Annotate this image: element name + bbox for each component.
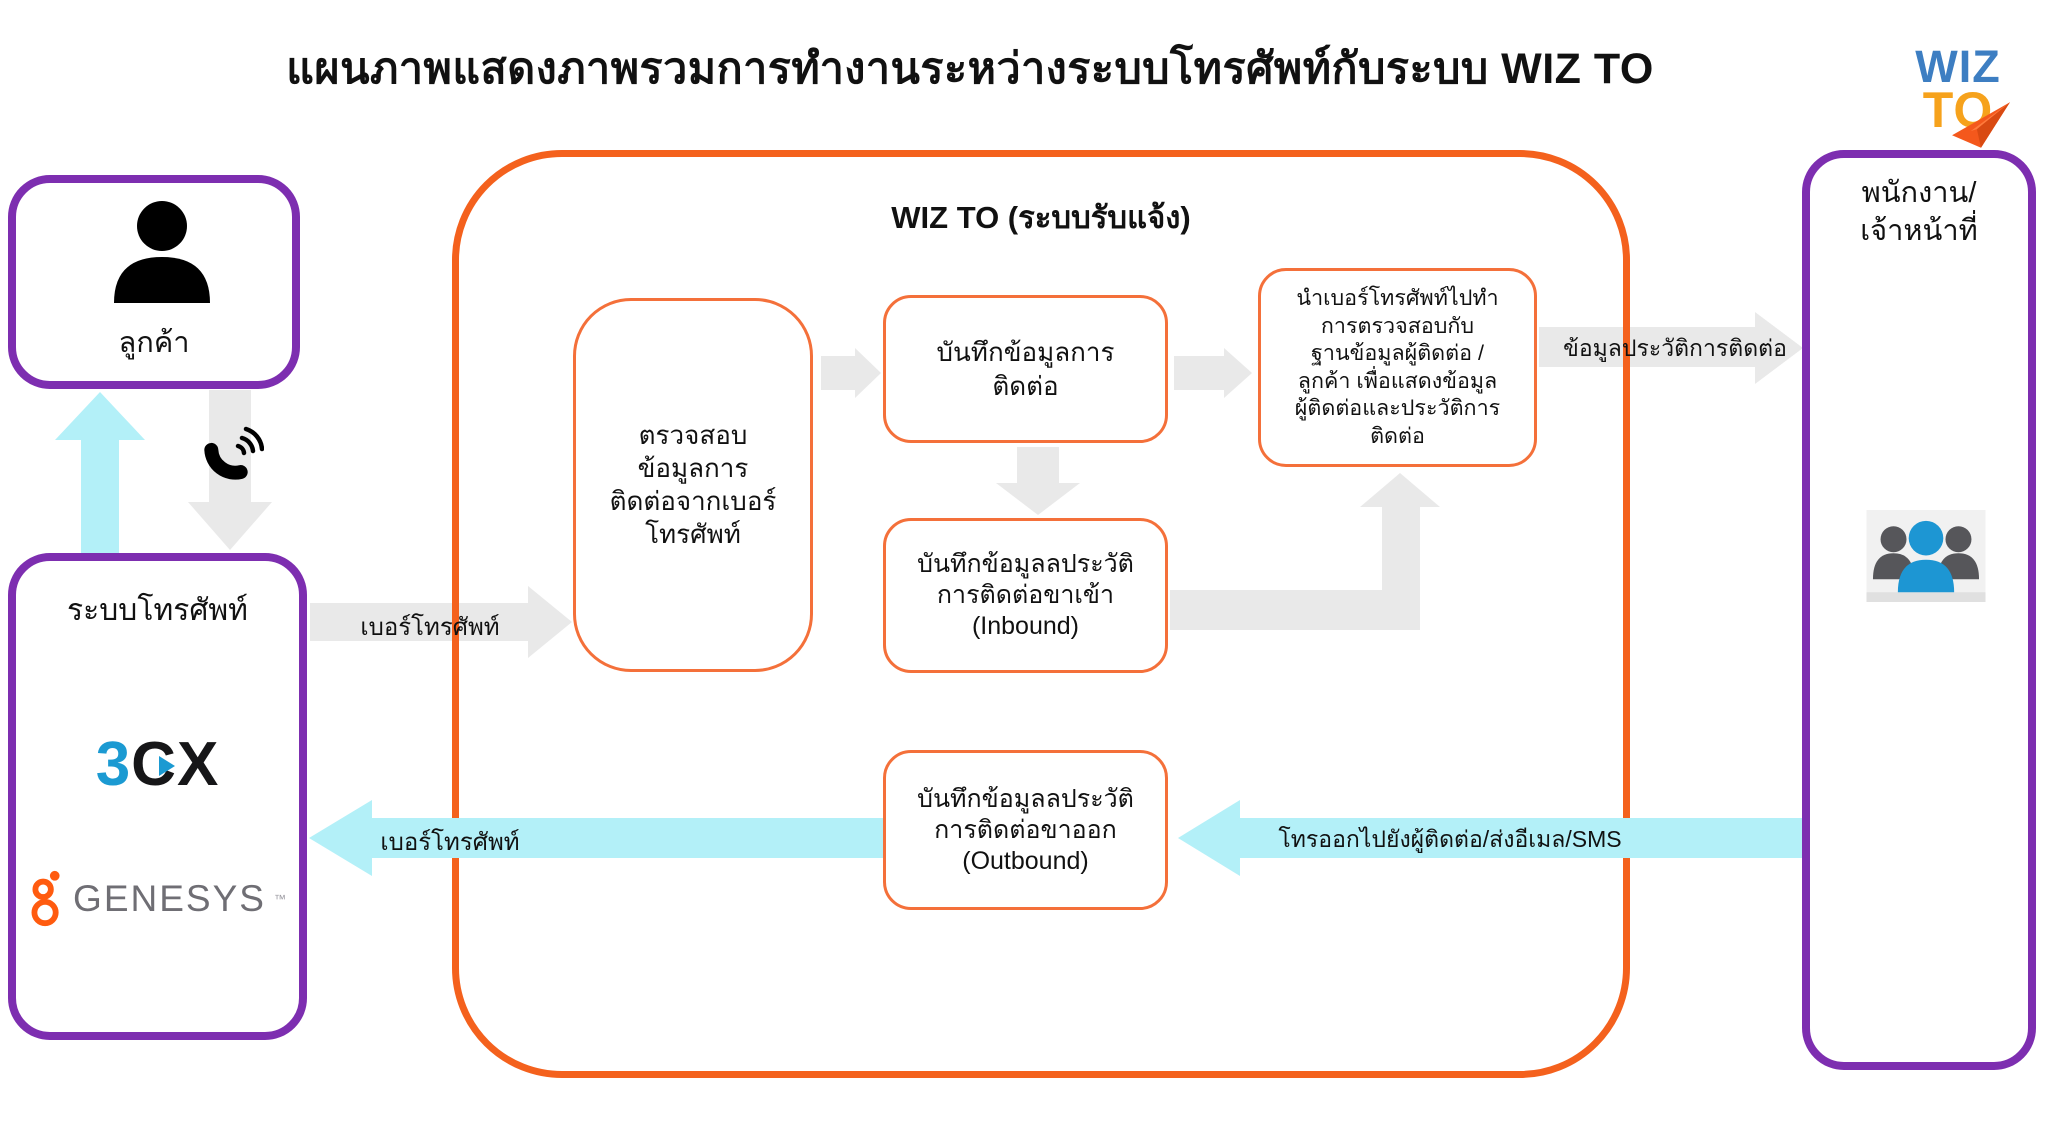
phone-system-title: ระบบโทรศัพท์ [67, 594, 248, 627]
wizto-logo: WIZ TO [1898, 41, 2018, 148]
arrow-staff-outbound-label: โทรออกไปยังผู้ติดต่อ/ส่งอีเมล/SMS [1278, 826, 1622, 852]
person-icon [114, 201, 210, 303]
arrow-check-to-record [821, 356, 855, 390]
arrow-phone-to-customer-head [55, 392, 145, 440]
logo-genesys-text: GENESYS [73, 878, 266, 919]
logo-3cx-x: X [176, 730, 220, 799]
arrow-record-to-inbound [1017, 447, 1059, 483]
step-record-contact-box: บันทึกข้อมูลการ ติดต่อ [883, 295, 1168, 443]
arrow-phone-number-in-head [528, 586, 572, 658]
arrow-history-to-staff-label: ข้อมูลประวัติการติดต่อ [1563, 335, 1787, 361]
staff-label: พนักงาน/ เจ้าหน้าที่ [1860, 177, 1978, 247]
arrow-outbound-to-phone-label: เบอร์โทรศัพท์ [380, 829, 520, 856]
arrow-phone-number-in-label: เบอร์โทรศัพท์ [360, 614, 500, 641]
page-title: แผนภาพแสดงภาพรวมการทำงานระหว่างระบบโทรศั… [286, 45, 1654, 93]
arrow-inbound-to-lookup-horizontal [1170, 590, 1420, 630]
wizto-system-header: WIZ TO (ระบบรับแจ้ง) [891, 200, 1191, 235]
customer-label: ลูกค้า [118, 327, 190, 359]
logo-3cx-c: C [131, 730, 177, 799]
logo-3cx-three: 3 [95, 730, 132, 799]
step-check-contact-box: ตรวจสอบ ข้อมูลการ ติดต่อจากเบอร์ โทรศัพท… [573, 298, 813, 672]
arrow-record-to-lookup-head [1224, 348, 1252, 398]
arrow-customer-to-phone-head [188, 502, 272, 550]
arrow-check-to-record-head [855, 348, 881, 398]
genesys-icon [31, 870, 60, 927]
step-outbound-history-box: บันทึกข้อมูลลประวัติ การติดต่อขาออก (Out… [883, 750, 1168, 910]
logo-genesys: GENESYS ™ [16, 869, 299, 929]
arrow-phone-number-in [310, 603, 528, 641]
arrow-inbound-to-lookup-head [1360, 473, 1440, 507]
arrow-record-to-inbound-head [996, 483, 1080, 515]
arrow-history-to-staff [1539, 327, 1755, 367]
paper-plane-icon [1952, 102, 2010, 148]
step-inbound-history-box: บันทึกข้อมูลลประวัติ การติดต่อขาเข้า (In… [883, 518, 1168, 673]
arrow-record-to-lookup [1174, 356, 1224, 390]
staff-box: พนักงาน/ เจ้าหน้าที่ [1802, 150, 2036, 1070]
arrow-outbound-to-phone-head [309, 800, 372, 876]
phone-call-icon [204, 426, 264, 480]
arrow-staff-outbound [1240, 818, 1802, 858]
arrow-history-to-staff-head [1755, 312, 1803, 384]
wizto-logo-wiz-text: WIZ [1915, 41, 2001, 92]
arrow-inbound-to-lookup-vertical [1382, 505, 1420, 630]
arrow-phone-to-customer [81, 438, 119, 553]
staff-group-icon [1866, 510, 1986, 602]
arrow-staff-outbound-head [1178, 800, 1240, 876]
step-lookup-database-box: นำเบอร์โทรศัพท์ไปทำ การตรวจสอบกับ ฐานข้อ… [1258, 268, 1537, 467]
logo-genesys-tm: ™ [273, 892, 286, 906]
play-triangle-icon [158, 756, 175, 776]
customer-box: ลูกค้า [8, 175, 300, 389]
